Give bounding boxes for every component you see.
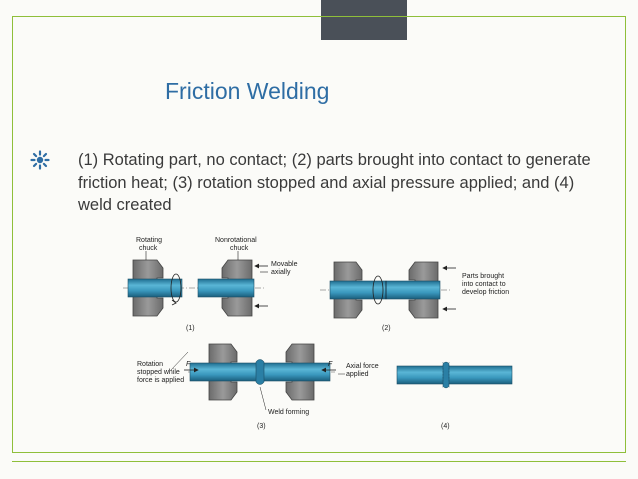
rotation-arrow [170, 273, 182, 303]
bottom-rule [12, 461, 626, 462]
force-symbol-right: F [328, 361, 333, 368]
movable-label-2: axially [271, 269, 291, 276]
force-symbol-left: F [186, 361, 191, 368]
rotation-stopped-label-2: stopped while [137, 369, 180, 376]
weld-forming-label: Weld forming [268, 409, 309, 416]
bullet-text: (1) Rotating part, no contact; (2) parts… [78, 151, 591, 214]
slide-title: Friction Welding [165, 78, 330, 104]
axial-force-label-1: Axial force [346, 363, 379, 370]
panel-2: Parts brought into contact to develop fr… [320, 261, 509, 332]
movable-label-1: Movable [271, 261, 298, 268]
panel-1-number: (1) [186, 325, 195, 332]
rotation-stopped-label-3: force is applied [137, 377, 184, 384]
rotation-stopped-label-1: Rotation [137, 361, 163, 368]
nonrotational-chuck-label-1: Nonrotational [215, 237, 257, 244]
rotating-part [127, 278, 183, 298]
panel-1: Rotating chuck Nonrotational chuck Movab… [123, 237, 298, 332]
rotating-chuck-label-2: chuck [139, 245, 158, 252]
parts-brought-label-2: into contact to [462, 281, 506, 288]
weld-bead [442, 361, 450, 389]
nonrotational-chuck-label-2: chuck [230, 245, 249, 252]
stationary-part-2 [385, 280, 441, 300]
panel-3: F F Rotation stopped while force is appl… [137, 343, 379, 430]
weld-flash [255, 359, 265, 385]
welded-part [396, 365, 513, 385]
parts-brought-label-1: Parts brought [462, 273, 504, 280]
decorative-header-block [321, 0, 407, 40]
panel-4: (4) [396, 361, 513, 430]
panel-3-number: (3) [257, 423, 266, 430]
axial-force-label-2: applied [346, 371, 369, 378]
rotating-chuck-label-1: Rotating [136, 237, 162, 244]
panel-4-number: (4) [441, 423, 450, 430]
stationary-part [197, 278, 255, 298]
bullet-sun-icon [30, 150, 50, 170]
slide-frame [12, 16, 626, 453]
rotation-arrow-2 [372, 275, 384, 305]
rotating-part-2 [329, 280, 387, 300]
parts-brought-label-3: develop friction [462, 289, 509, 296]
panel-2-number: (2) [382, 325, 391, 332]
